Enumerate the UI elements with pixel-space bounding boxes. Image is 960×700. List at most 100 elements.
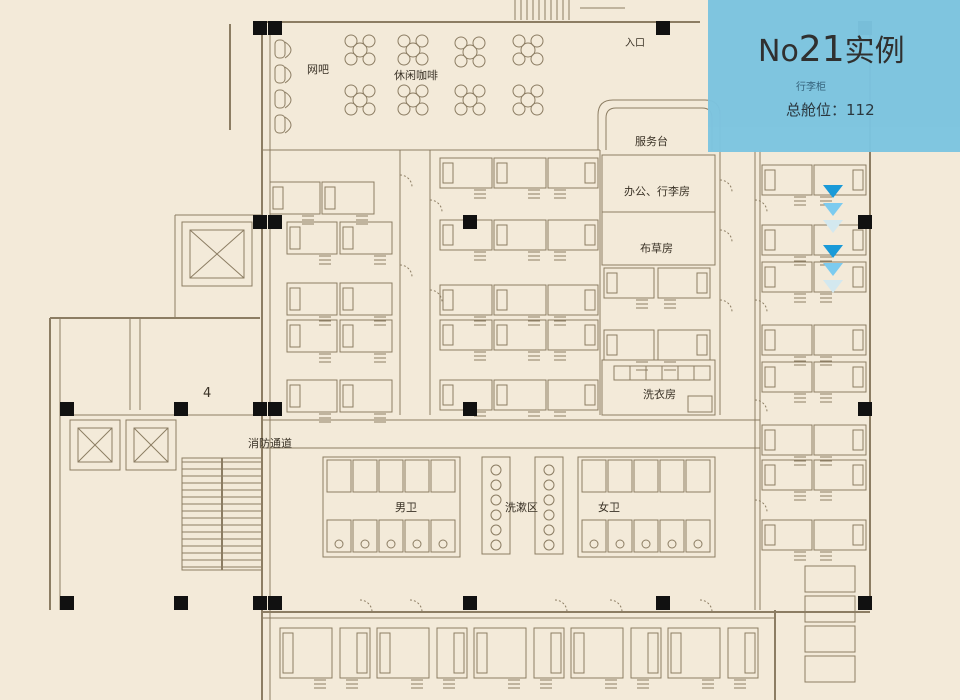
door-swing: [719, 299, 733, 313]
toilet-stall: [685, 459, 711, 493]
cafe-table: [520, 92, 536, 108]
cafe-chair: [415, 52, 429, 66]
capsule-cabin: [339, 319, 393, 353]
cabin-bed: [496, 162, 508, 184]
toilet-stall: [326, 519, 352, 553]
cafe-chair: [362, 52, 376, 66]
toilet-stall: [607, 459, 633, 493]
cafe-chair: [415, 102, 429, 116]
computer-desk: [274, 39, 286, 59]
structural-column: [463, 596, 477, 610]
computer-desk: [274, 114, 286, 134]
capsule-cabin: [321, 181, 375, 215]
cafe-chair: [530, 52, 544, 66]
washing-machine: [613, 365, 631, 381]
wash-basin: [490, 524, 502, 536]
capsule-cabin: [493, 284, 547, 316]
capsule-cabin: [761, 324, 813, 356]
cabin-bed: [379, 632, 391, 674]
cafe-chair: [472, 54, 486, 68]
capsule-cabin: [286, 379, 338, 413]
cabin-bed: [342, 226, 354, 250]
legend-title-suffix: 实例: [844, 34, 905, 69]
toilet-stall: [430, 519, 456, 553]
capsule-cabin: [339, 379, 393, 413]
cabin-marker-arrow-icon: [823, 220, 843, 233]
capsule-cabin: [761, 164, 813, 196]
computer-chair: [284, 116, 292, 134]
toilet-stall: [581, 459, 607, 493]
cabin-bed: [764, 229, 776, 251]
cabin-bed: [496, 224, 508, 246]
capsule-cabin: [761, 361, 813, 393]
capsule-cabin: [493, 379, 547, 411]
legend-title-number: 21: [798, 29, 845, 70]
cabin-bed: [606, 334, 618, 356]
wash-basin: [543, 479, 555, 491]
cafe-chair: [344, 34, 358, 48]
capsule-cabin: [667, 627, 721, 679]
capsule-cabin: [813, 224, 867, 256]
structural-column: [253, 596, 267, 610]
cafe-chair: [344, 102, 358, 116]
capsule-cabin: [473, 627, 527, 679]
toilet-stall: [659, 459, 685, 493]
toilet-bowl: [641, 539, 651, 549]
room-label-entrance: 入口: [625, 38, 645, 49]
room-label-mens-toilet: 男卫: [395, 501, 417, 514]
cafe-chair: [397, 34, 411, 48]
capsule-cabin: [761, 424, 813, 456]
cabin-bed: [764, 329, 776, 351]
cafe-chair: [454, 84, 468, 98]
cafe-chair: [512, 34, 526, 48]
cabin-marker-arrow-icon: [823, 203, 843, 216]
cabin-marker-arrow-icon: [823, 263, 843, 276]
capsule-cabin: [286, 319, 338, 353]
cabin-bed: [342, 384, 354, 408]
capsule-cabin: [727, 627, 759, 679]
cabin-marker-arrow-icon: [823, 245, 843, 258]
toilet-room: [577, 456, 716, 558]
capsule-cabin: [439, 157, 493, 189]
wash-basin: [490, 509, 502, 521]
capsule-cabin: [339, 282, 393, 316]
structural-column: [858, 596, 872, 610]
cafe-chair: [512, 84, 526, 98]
room-label-fire-passage: 消防通道: [248, 437, 292, 450]
toilet-stall: [581, 519, 607, 553]
capsule-cabin: [493, 319, 547, 351]
cafe-chair: [415, 34, 429, 48]
capsule-cabin: [286, 221, 338, 255]
cafe-table: [462, 44, 478, 60]
capsule-cabin: [813, 459, 867, 491]
structural-column: [463, 402, 477, 416]
computer-chair: [284, 41, 292, 59]
door-swing: [429, 199, 443, 213]
computer-chair: [284, 66, 292, 84]
toilet-stall: [352, 459, 378, 493]
cabin-bed: [442, 162, 454, 184]
washing-machine: [661, 365, 679, 381]
cabin-bed: [496, 289, 508, 311]
elevator-car: [189, 229, 245, 279]
capsule-cabin: [547, 219, 599, 251]
cabin-bed: [670, 632, 682, 674]
capsule-cabin: [547, 284, 599, 316]
cabin-bed: [289, 226, 301, 250]
cafe-table: [352, 92, 368, 108]
computer-desk: [274, 64, 286, 84]
dryer: [687, 395, 713, 413]
door-swing: [754, 299, 768, 313]
legend-total: 总舱位：112: [786, 101, 875, 119]
room-label-laundry: 洗衣房: [643, 388, 676, 401]
wash-basin: [490, 464, 502, 476]
cafe-table: [405, 92, 421, 108]
washing-machine: [629, 365, 647, 381]
cabin-bed: [496, 324, 508, 346]
cafe-chair: [530, 34, 544, 48]
toilet-bowl: [412, 539, 422, 549]
door-swing: [719, 179, 733, 193]
cafe-chair: [362, 34, 376, 48]
toilet-stall: [352, 519, 378, 553]
cabin-bed: [584, 162, 596, 184]
